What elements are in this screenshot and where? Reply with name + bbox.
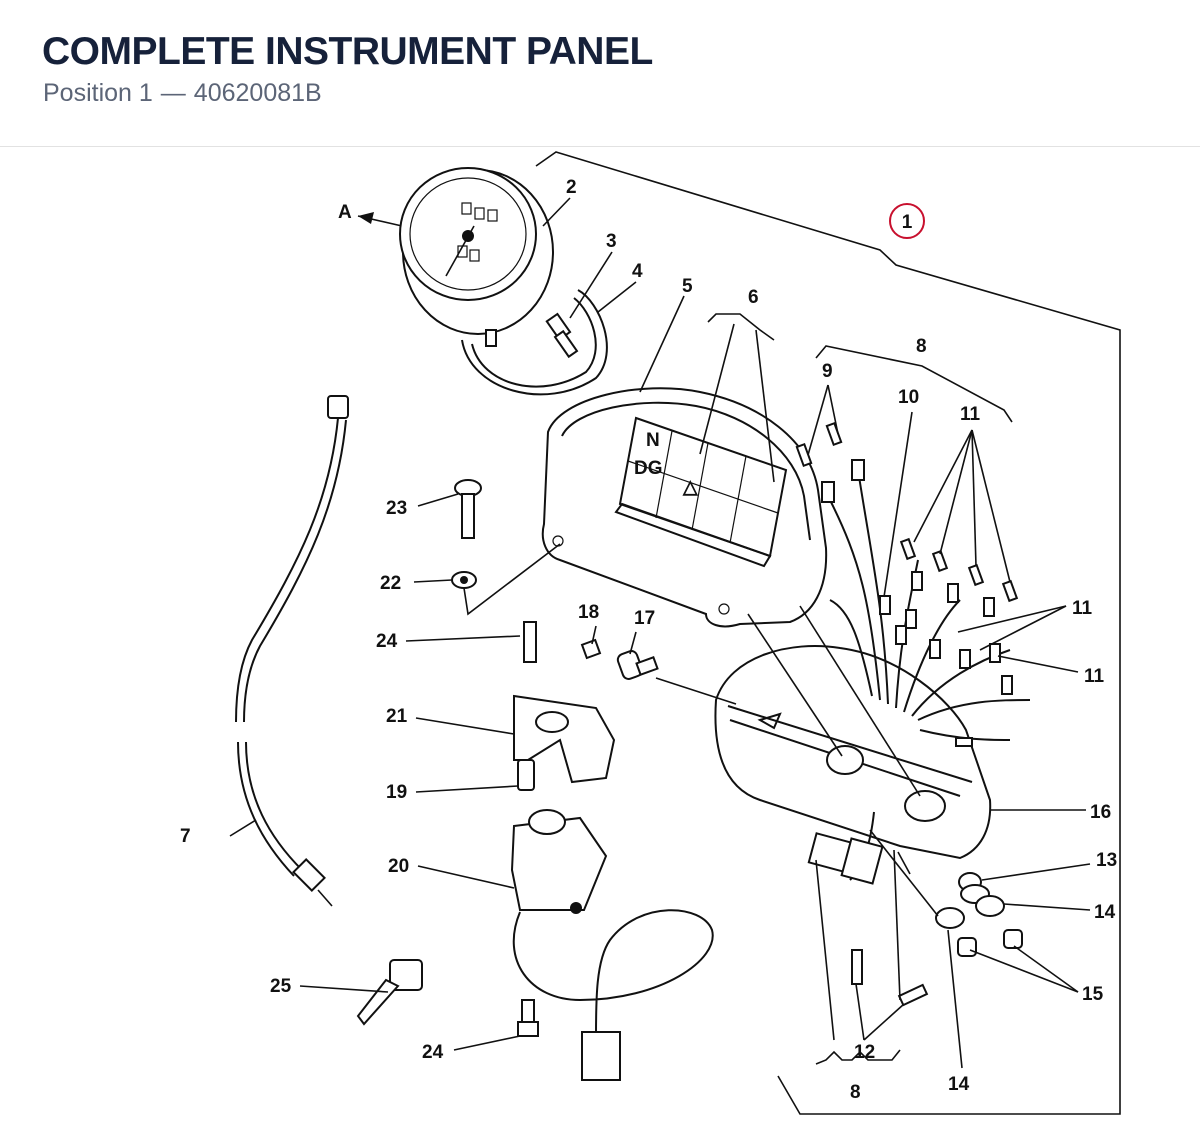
label-9: 9 bbox=[822, 361, 833, 382]
grommets-and-nuts[interactable] bbox=[935, 872, 1023, 957]
label-11-low: 11 bbox=[1084, 666, 1105, 687]
part-number: 40620081B bbox=[193, 79, 322, 107]
screw-and-washer[interactable] bbox=[451, 479, 482, 589]
svg-text:A: A bbox=[338, 202, 352, 223]
warning-light-panel[interactable]: N DG △ bbox=[614, 416, 788, 568]
label-8-bottom: 8 bbox=[850, 1082, 861, 1103]
position-label: Position 1 bbox=[43, 79, 153, 107]
label-24-bottom: 24 bbox=[422, 1042, 444, 1063]
label-15: 15 bbox=[1082, 984, 1104, 1005]
label-11-mid: 11 bbox=[1072, 598, 1093, 619]
label-19: 19 bbox=[386, 782, 407, 803]
label-13: 13 bbox=[1096, 850, 1117, 871]
label-12: 12 bbox=[854, 1042, 875, 1063]
ignition-key[interactable] bbox=[356, 959, 423, 1026]
label-2: 2 bbox=[566, 177, 577, 198]
page-subtitle: Position 1—40620081B bbox=[43, 79, 322, 108]
page-title: COMPLETE INSTRUMENT PANEL bbox=[42, 30, 653, 73]
label-4: 4 bbox=[632, 261, 643, 282]
speedometer-cable[interactable] bbox=[235, 395, 349, 907]
label-3: 3 bbox=[606, 231, 617, 252]
label-22: 22 bbox=[380, 573, 401, 594]
label-20: 20 bbox=[388, 856, 409, 877]
leader-lines bbox=[229, 197, 1091, 1069]
svg-text:1: 1 bbox=[902, 212, 913, 233]
direction-arrow-a: A bbox=[338, 202, 403, 227]
label-18: 18 bbox=[578, 602, 599, 623]
part-number-labels: 2 3 4 5 6 7 8 8 9 10 11 11 11 12 13 14 1… bbox=[180, 177, 1117, 1103]
callout-1[interactable]: 1 bbox=[889, 203, 925, 239]
mounting-screws[interactable] bbox=[851, 949, 929, 1007]
bolt-and-bushing[interactable] bbox=[580, 638, 659, 681]
label-16: 16 bbox=[1090, 802, 1111, 823]
subtitle-separator: — bbox=[160, 79, 186, 107]
page-header: COMPLETE INSTRUMENT PANEL Position 1—406… bbox=[0, 0, 1200, 147]
svg-text:△: △ bbox=[682, 477, 699, 498]
bulb-socket[interactable] bbox=[545, 312, 579, 359]
exploded-parts-diagram: 1 A bbox=[180, 151, 1121, 1115]
ignition-switch[interactable] bbox=[510, 809, 714, 1081]
assembly-boundary bbox=[535, 151, 1121, 1115]
label-23: 23 bbox=[386, 498, 407, 519]
svg-text:DG: DG bbox=[634, 458, 663, 479]
label-10: 10 bbox=[898, 387, 919, 408]
label-25: 25 bbox=[270, 976, 292, 997]
label-11-top: 11 bbox=[960, 404, 981, 425]
svg-text:N: N bbox=[646, 430, 660, 451]
label-24-top: 24 bbox=[376, 631, 398, 652]
label-5: 5 bbox=[682, 276, 693, 297]
label-6: 6 bbox=[748, 287, 759, 308]
label-14-right: 14 bbox=[1094, 902, 1116, 923]
ignition-bracket[interactable] bbox=[513, 621, 616, 791]
spade-connectors[interactable] bbox=[795, 421, 1019, 747]
speedometer[interactable] bbox=[399, 167, 554, 347]
label-17: 17 bbox=[634, 608, 655, 629]
label-21: 21 bbox=[386, 706, 408, 727]
wiring-harness[interactable] bbox=[714, 469, 1031, 885]
ring-gasket[interactable] bbox=[461, 289, 608, 396]
label-8-top: 8 bbox=[916, 336, 927, 357]
label-14-bottom: 14 bbox=[948, 1074, 970, 1095]
label-7: 7 bbox=[180, 826, 191, 847]
